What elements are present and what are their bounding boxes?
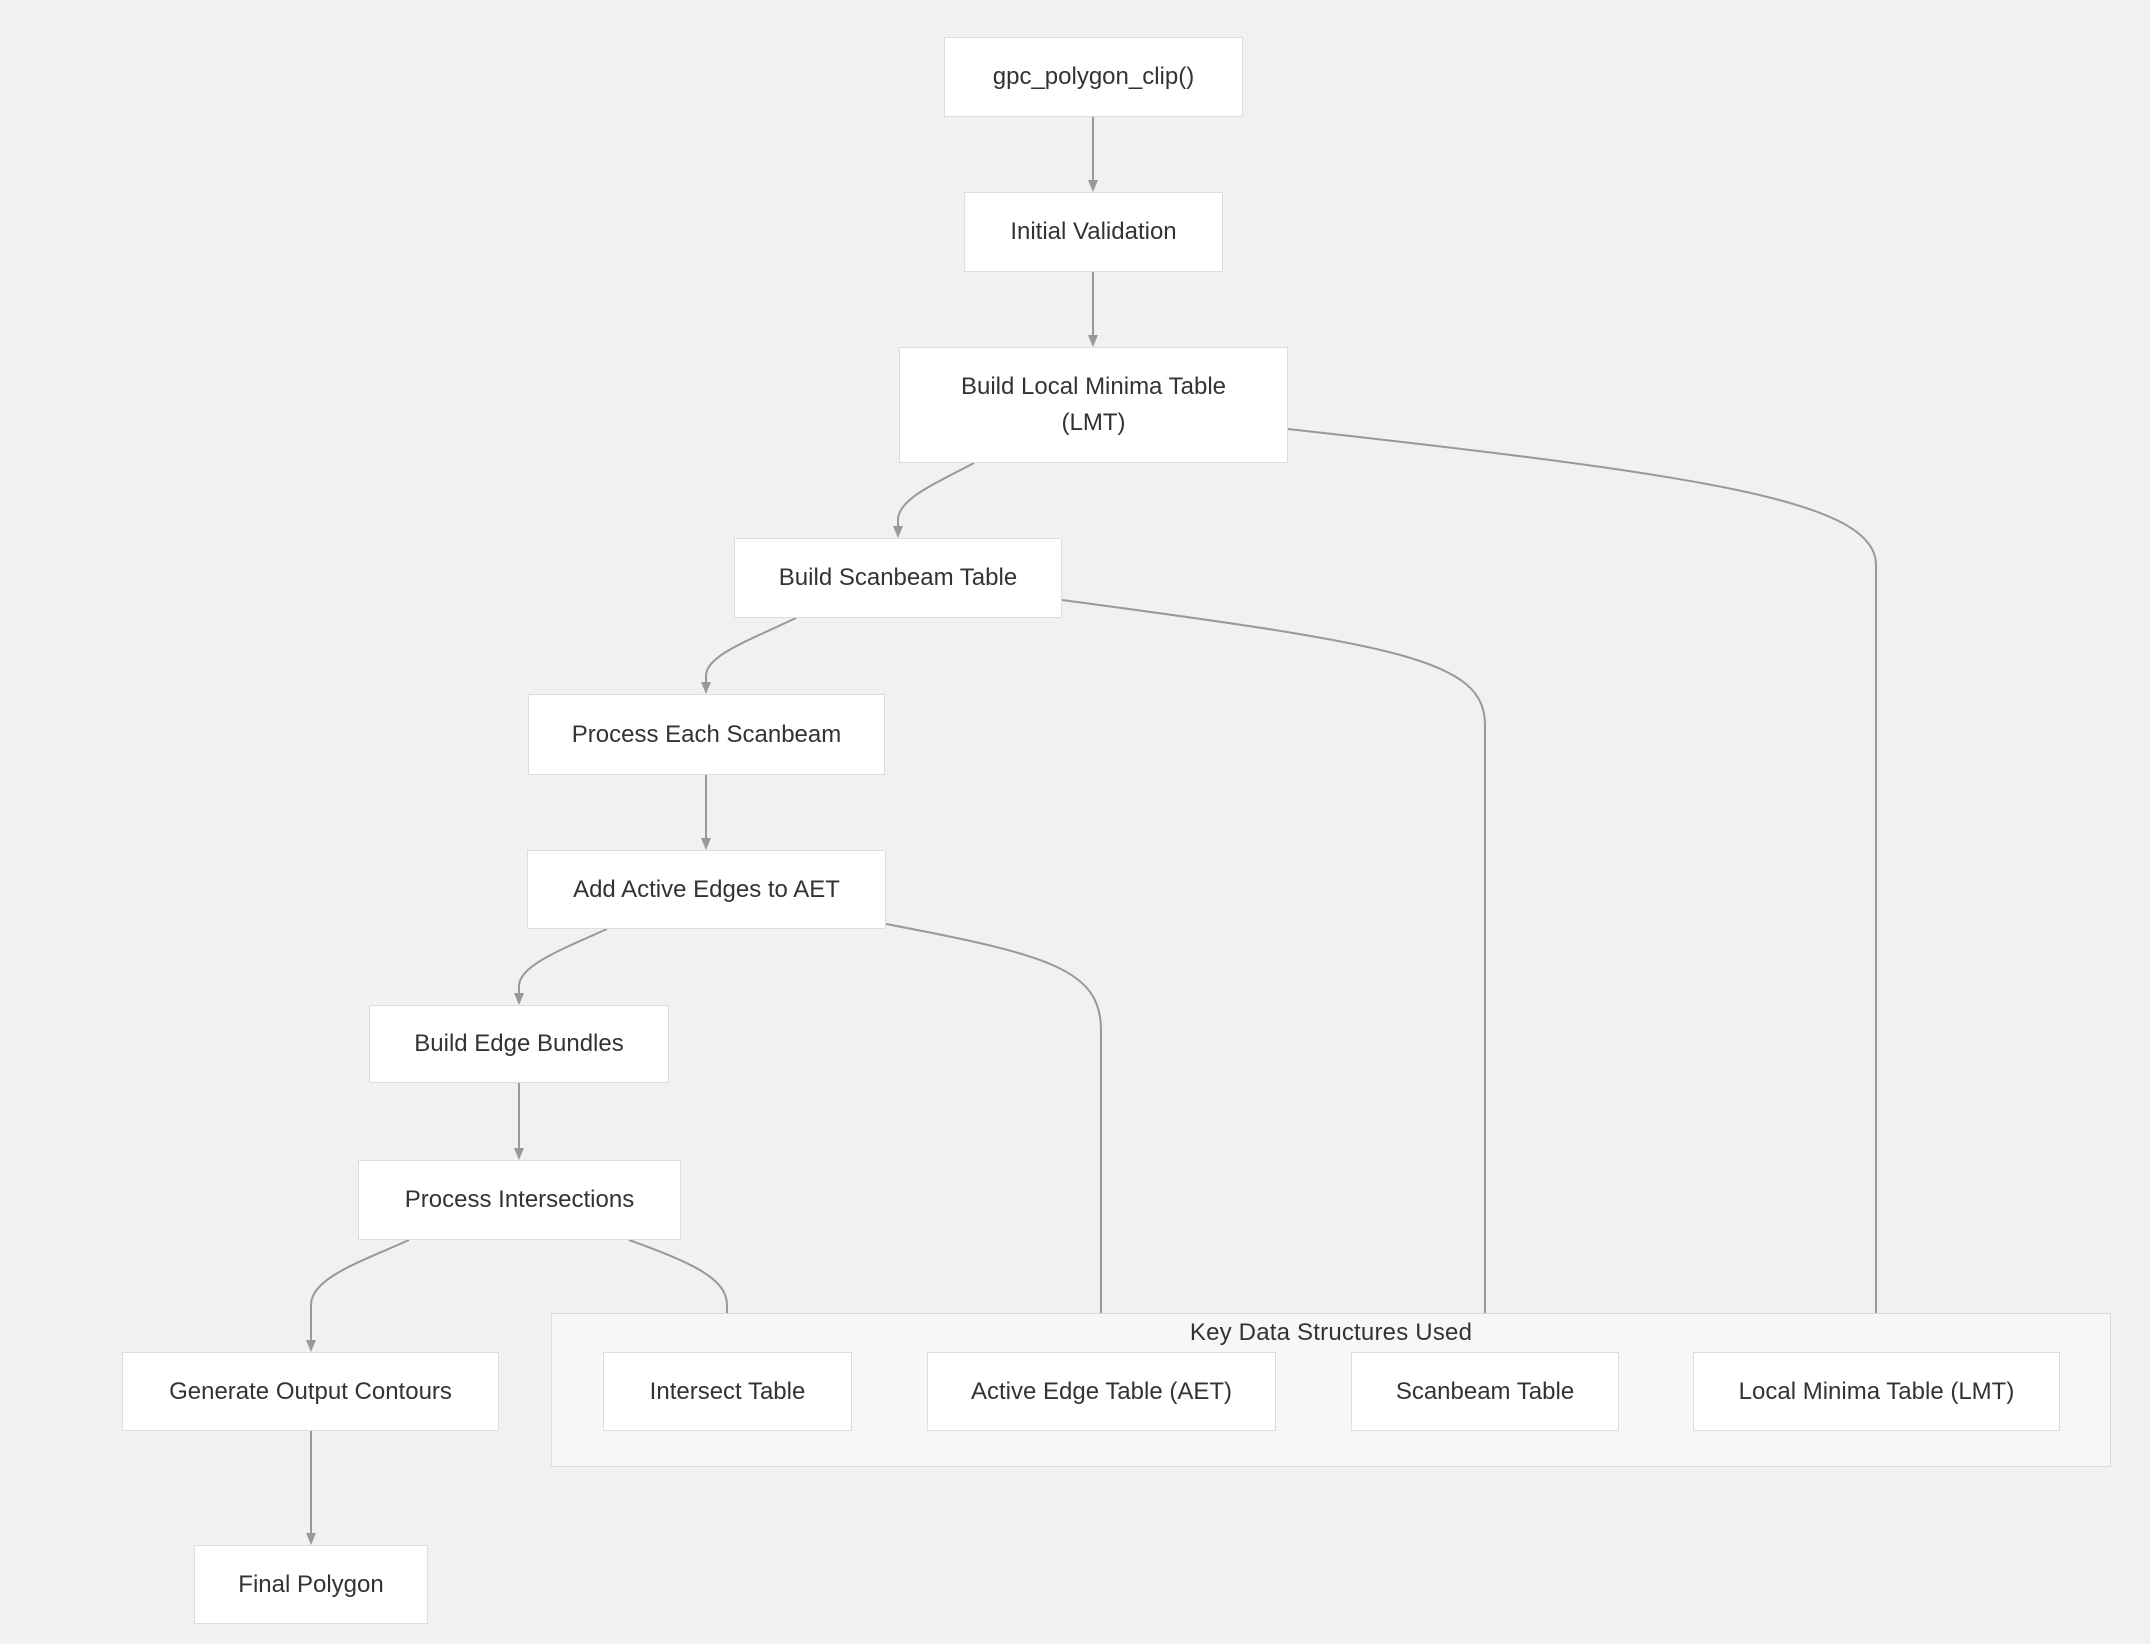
node-label: gpc_polygon_clip() xyxy=(992,63,1195,90)
node-label: Add Active Edges to AET xyxy=(573,875,840,903)
node-label-line-1: Build Local Minima Table xyxy=(960,373,1227,400)
node-initial-validation: Initial Validation xyxy=(964,192,1223,272)
node-label: Scanbeam Table xyxy=(1395,1377,1575,1405)
node-build-local-minima-table: Build Local Minima Table (LMT) xyxy=(899,347,1288,463)
edge-intersections-to-output xyxy=(306,1239,410,1352)
node-label: Process Intersections xyxy=(404,1186,635,1213)
node-label-line-2: (LMT) xyxy=(1061,409,1126,436)
node-scanbeam-table: Scanbeam Table xyxy=(1351,1352,1619,1431)
node-build-edge-bundles: Build Edge Bundles xyxy=(369,1005,669,1083)
node-final-polygon: Final Polygon xyxy=(194,1545,428,1624)
edge-lmt-to-scanbeam xyxy=(893,462,975,538)
node-label: Final Polygon xyxy=(238,1570,384,1598)
edge-scanbeam-to-scanbeam-structure xyxy=(1061,599,1490,1352)
edge-scanbeam-to-process xyxy=(701,617,797,694)
node-gpc-polygon-clip: gpc_polygon_clip() xyxy=(944,37,1243,117)
node-add-active-edges: Add Active Edges to AET xyxy=(527,850,886,929)
node-build-scanbeam-table: Build Scanbeam Table xyxy=(734,538,1062,618)
node-label: Initial Validation xyxy=(1010,218,1177,245)
node-active-edge-table: Active Edge Table (AET) xyxy=(927,1352,1276,1431)
node-generate-output-contours: Generate Output Contours xyxy=(122,1352,499,1431)
node-label: Local Minima Table (LMT) xyxy=(1738,1377,2015,1405)
group-label: Key Data Structures Used xyxy=(1189,1319,1473,1346)
edge-add-edges-to-aet-structure xyxy=(885,923,1106,1352)
node-label: Build Edge Bundles xyxy=(414,1030,624,1057)
node-label: Active Edge Table (AET) xyxy=(970,1377,1232,1405)
node-label: Intersect Table xyxy=(649,1377,806,1405)
edge-lmt-to-lmt-structure xyxy=(1287,428,1881,1352)
edge-intersections-to-intersect-table xyxy=(628,1239,732,1352)
edge-add-edges-to-bundles xyxy=(514,928,608,1005)
node-process-intersections: Process Intersections xyxy=(358,1160,681,1240)
node-intersect-table: Intersect Table xyxy=(603,1352,852,1431)
node-process-each-scanbeam: Process Each Scanbeam xyxy=(528,694,885,775)
node-local-minima-table: Local Minima Table (LMT) xyxy=(1693,1352,2060,1431)
node-label: Process Each Scanbeam xyxy=(571,720,842,748)
node-label: Build Scanbeam Table xyxy=(778,564,1018,591)
node-label: Generate Output Contours xyxy=(169,1377,452,1405)
